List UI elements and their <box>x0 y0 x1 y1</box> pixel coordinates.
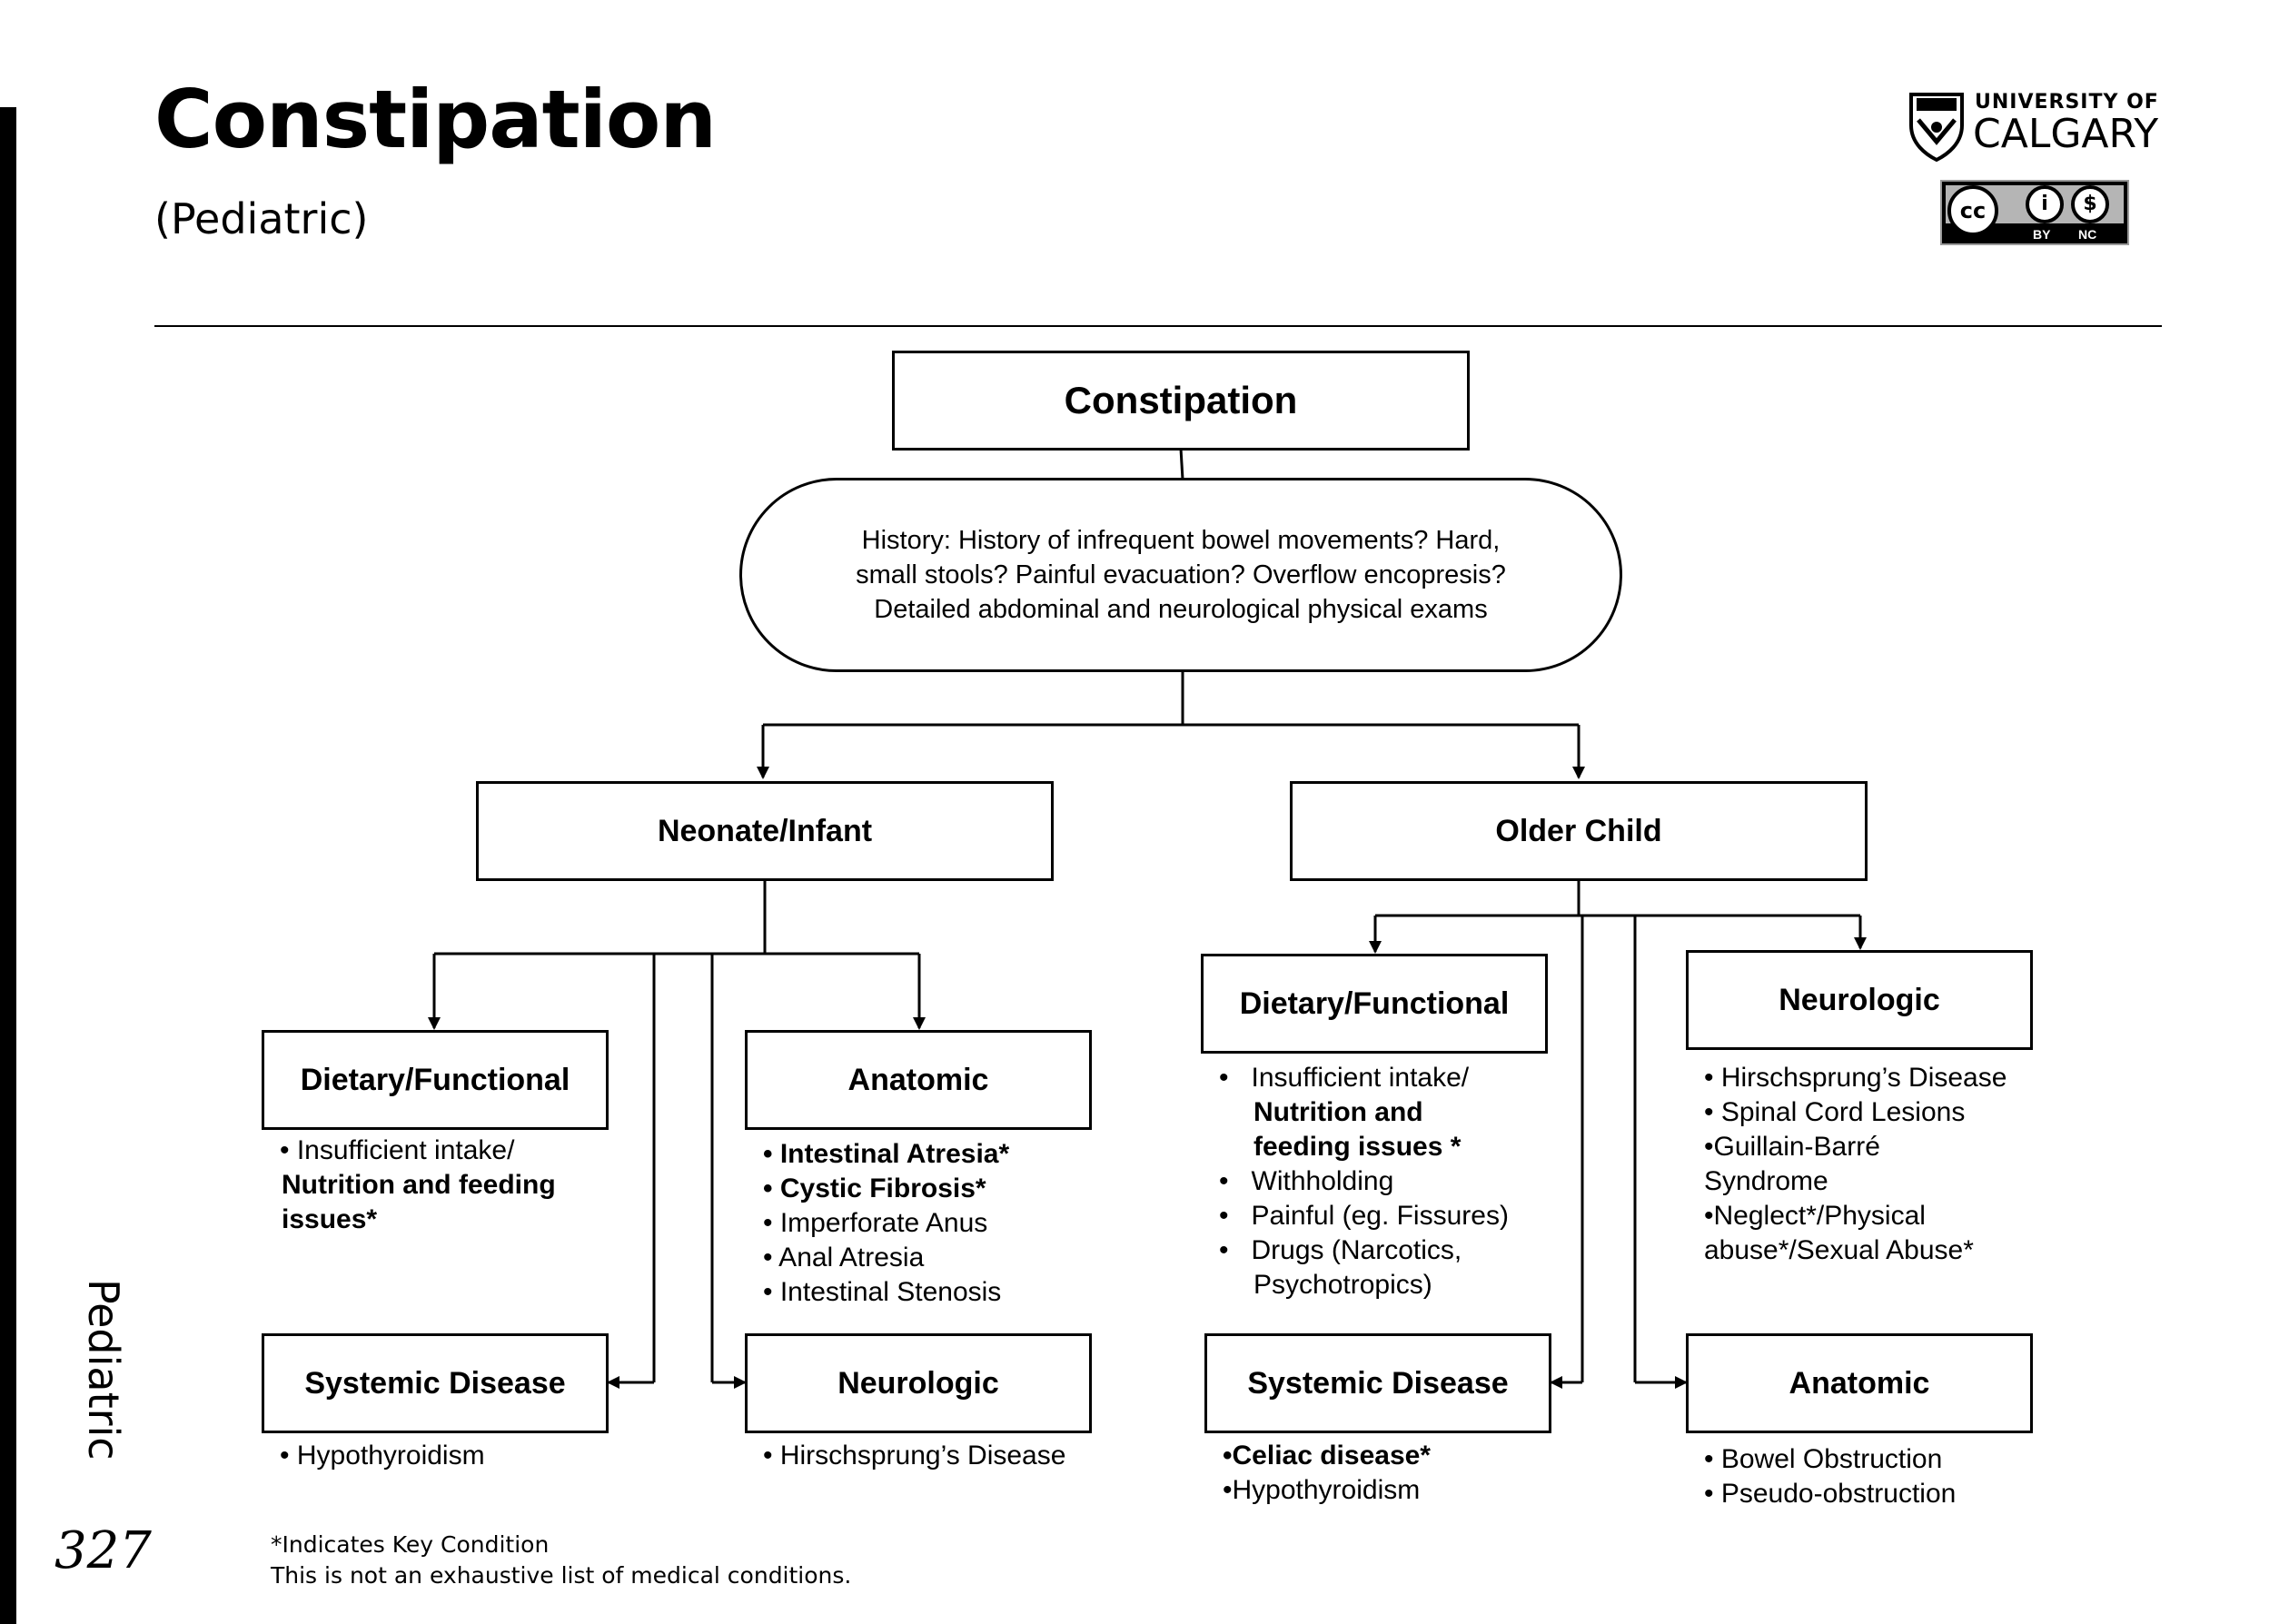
neonate-neurologic-node: Neurologic <box>745 1333 1092 1433</box>
list-item: • Hirschsprung’s Disease <box>1704 1063 2007 1093</box>
neonate-dietary-list: • Insufficient intake/ Nutrition and fee… <box>280 1134 607 1237</box>
list-item: Syndrome <box>1704 1166 1828 1196</box>
list-item: • Bowel Obstruction <box>1704 1444 1943 1474</box>
list-item: • Spinal Cord Lesions <box>1704 1097 1966 1127</box>
header-divider <box>154 325 2162 327</box>
list-item: • Painful (eg. Fissures) <box>1219 1201 1509 1231</box>
list-item: • Drugs (Narcotics, <box>1219 1235 1462 1265</box>
list-item: • Intestinal Atresia* <box>763 1139 1010 1169</box>
list-item-text: Drugs (Narcotics, <box>1251 1235 1462 1265</box>
older-anatomic-list: • Bowel Obstruction • Pseudo-obstruction <box>1704 1442 2049 1511</box>
list-item: issues* <box>282 1204 378 1234</box>
crest-icon <box>1909 93 1964 162</box>
older-anatomic-node: Anatomic <box>1686 1333 2033 1433</box>
cc-license-badge: cc i $ BY NC <box>1940 180 2129 245</box>
university-logo: UNIVERSITY OF CALGARY <box>1908 89 2166 162</box>
list-item: • Anal Atresia <box>763 1243 925 1272</box>
list-item: • Intestinal Stenosis <box>763 1277 1002 1307</box>
footnote-key: *Indicates Key Condition <box>271 1531 550 1558</box>
older-neurologic-list: • Hirschsprung’s Disease • Spinal Cord L… <box>1704 1061 2049 1268</box>
list-item: •Celiac disease* <box>1223 1441 1431 1471</box>
noncommercial-icon: $ <box>2071 185 2109 223</box>
older-child-node: Older Child <box>1290 781 1868 881</box>
older-neurologic-node: Neurologic <box>1686 950 2033 1050</box>
list-item: •Guillain-Barré <box>1704 1132 1880 1162</box>
neonate-neurologic-list: • Hirschsprung’s Disease <box>763 1439 1090 1473</box>
list-item: feeding issues * <box>1254 1132 1462 1162</box>
footnote-disclaimer: This is not an exhaustive list of medica… <box>271 1562 852 1589</box>
older-dietary-list: • Insufficient intake/ Nutrition and fee… <box>1219 1061 1546 1302</box>
list-item-text: Insufficient intake/ <box>1251 1063 1470 1093</box>
history-line: History: History of infrequent bowel mov… <box>861 526 1501 555</box>
neonate-infant-node: Neonate/Infant <box>476 781 1054 881</box>
list-item: •Hypothyroidism <box>1223 1475 1421 1505</box>
root-node: Constipation <box>892 351 1470 451</box>
page-title: Constipation <box>154 73 717 166</box>
neonate-systemic-list: • Hypothyroidism <box>280 1439 607 1473</box>
neonate-anatomic-list: • Intestinal Atresia* • Cystic Fibrosis*… <box>763 1137 1090 1310</box>
attribution-icon: i <box>2026 185 2064 223</box>
history-node: History: History of infrequent bowel mov… <box>739 478 1622 672</box>
list-item: • Hypothyroidism <box>280 1441 485 1471</box>
cc-by-label: BY <box>2033 227 2051 242</box>
older-systemic-list: •Celiac disease* •Hypothyroidism <box>1223 1439 1550 1508</box>
cc-icon: cc <box>1947 185 1998 236</box>
list-item: • Cystic Fibrosis* <box>763 1173 986 1203</box>
older-systemic-node: Systemic Disease <box>1204 1333 1551 1433</box>
list-item: • Insufficient intake/ <box>280 1135 515 1165</box>
side-bar <box>0 107 16 1624</box>
neonate-systemic-node: Systemic Disease <box>262 1333 609 1433</box>
history-line: Detailed abdominal and neurological phys… <box>874 595 1488 624</box>
neonate-anatomic-node: Anatomic <box>745 1030 1092 1130</box>
list-item: • Hirschsprung’s Disease <box>763 1441 1066 1471</box>
older-dietary-node: Dietary/Functional <box>1201 954 1548 1054</box>
list-item: •Neglect*/Physical <box>1704 1201 1926 1231</box>
list-item: • Pseudo-obstruction <box>1704 1479 1957 1509</box>
list-item: • Imperforate Anus <box>763 1208 988 1238</box>
list-item: • Insufficient intake/ <box>1219 1063 1470 1093</box>
footnote: *Indicates Key Condition This is not an … <box>271 1530 851 1591</box>
list-item: Nutrition and feeding <box>282 1170 556 1200</box>
logo-line-2: CALGARY <box>1973 111 2159 157</box>
history-line: small stools? Painful evacuation? Overfl… <box>856 560 1506 589</box>
neonate-dietary-node: Dietary/Functional <box>262 1030 609 1130</box>
list-item: Nutrition and <box>1254 1097 1423 1127</box>
page-subtitle: (Pediatric) <box>154 194 369 243</box>
list-item: abuse*/Sexual Abuse* <box>1704 1235 1974 1265</box>
list-item: Psychotropics) <box>1254 1270 1432 1300</box>
list-item-text: Painful (eg. Fissures) <box>1251 1201 1509 1231</box>
page-number: 327 <box>54 1521 152 1580</box>
logo-line-1: UNIVERSITY OF <box>1975 91 2159 114</box>
list-item: • Withholding <box>1219 1166 1394 1196</box>
cc-nc-label: NC <box>2078 227 2097 242</box>
list-item-text: Withholding <box>1251 1166 1394 1196</box>
